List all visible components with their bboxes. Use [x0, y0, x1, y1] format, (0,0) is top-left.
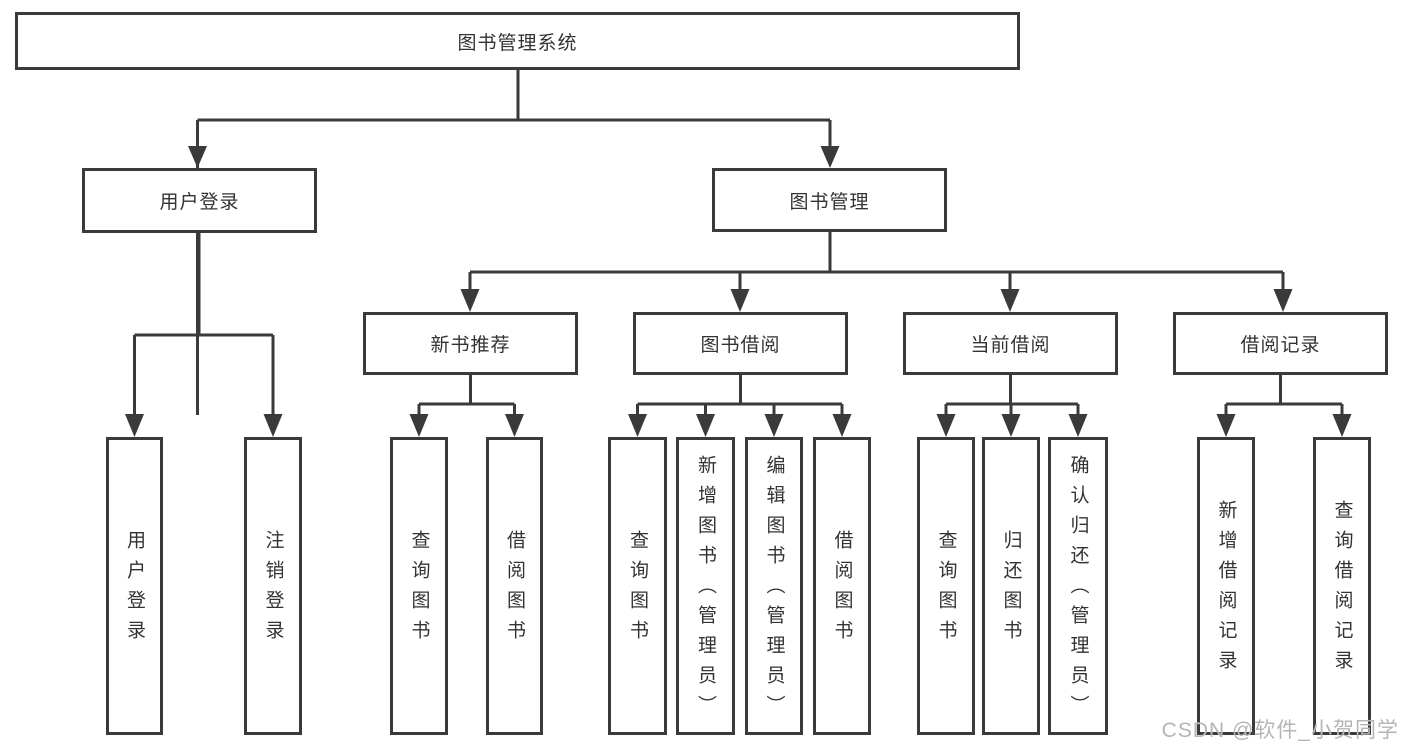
leaf-add-borrow-record: 新增借阅记录 [1197, 437, 1255, 735]
connector-borrow-records [1224, 375, 1344, 415]
csdn-watermark: CSDN @软件_小贺同学 [1161, 719, 1399, 742]
leaf-logout: 注销登录 [244, 437, 302, 735]
node-borrow-records: 借阅记录 [1173, 312, 1388, 375]
node-library-management-system: 图书管理系统 [15, 12, 1020, 70]
leaf-borrow-query-books: 查询图书 [608, 437, 667, 735]
connector-new-book-recommend [417, 375, 516, 415]
leaf-return-books: 归还图书 [982, 437, 1040, 735]
leaf-current-query-books: 查询图书 [917, 437, 975, 735]
leaf-user-login: 用户登录 [106, 437, 163, 735]
arrowheads [125, 146, 1352, 437]
connector-current-borrow [944, 375, 1080, 415]
node-book-borrow: 图书借阅 [633, 312, 848, 375]
leaf-recommend-borrow-books: 借阅图书 [486, 437, 543, 735]
connector-book-management [468, 232, 1285, 290]
node-book-management: 图书管理 [712, 168, 947, 232]
connector-root [196, 70, 832, 415]
connector-book-borrow [636, 375, 844, 415]
leaf-recommend-query-books: 查询图书 [390, 437, 448, 735]
leaf-query-borrow-record: 查询借阅记录 [1313, 437, 1371, 735]
leaf-add-books-admin: 新增图书（管理员） [676, 437, 735, 735]
leaf-edit-books-admin: 编辑图书（管理员） [745, 437, 803, 735]
leaf-confirm-return-admin: 确认归还（管理员） [1048, 437, 1108, 735]
node-current-borrow: 当前借阅 [903, 312, 1118, 375]
node-new-book-recommend: 新书推荐 [363, 312, 578, 375]
node-user-login: 用户登录 [82, 168, 317, 233]
leaf-borrow-books: 借阅图书 [813, 437, 871, 735]
connector-user-login [133, 233, 275, 415]
